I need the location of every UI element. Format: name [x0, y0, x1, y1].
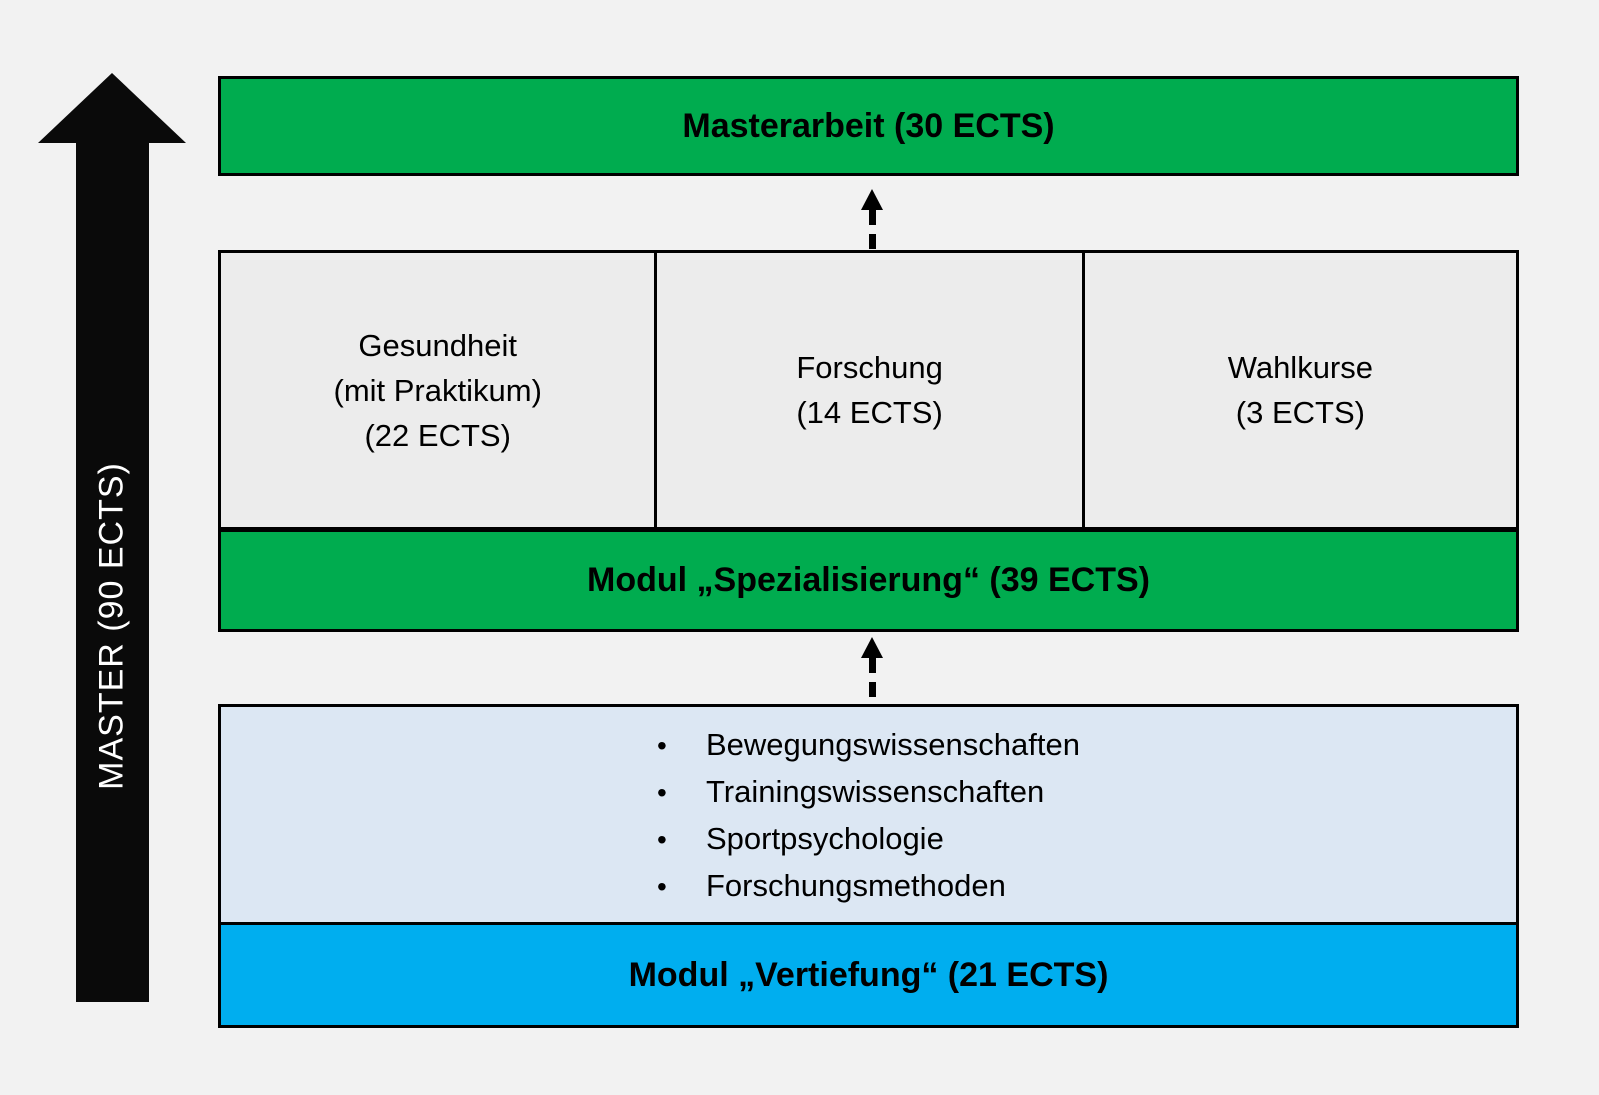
- box-line: Forschung: [796, 350, 943, 385]
- specialization-box-wahlkurse: Wahlkurse (3 ECTS): [1084, 253, 1516, 527]
- specialization-box-forschung: Forschung (14 ECTS): [657, 253, 1085, 527]
- dashed-up-arrow-icon: [851, 189, 893, 250]
- box-line: (22 ECTS): [364, 417, 511, 453]
- arrow-up-head-icon: [861, 189, 883, 210]
- list-item: • Trainingswissenschaften: [657, 769, 1080, 816]
- master-arrow: MASTER (90 ECTS): [38, 73, 186, 1002]
- arrow-up-head-icon: [861, 637, 883, 658]
- box-line: Gesundheit: [358, 327, 517, 363]
- specialization-box-gesundheit: Gesundheit (mit Praktikum) (22 ECTS): [221, 253, 658, 527]
- masterarbeit-label: Masterarbeit (30 ECTS): [682, 106, 1055, 145]
- masterarbeit-bar: Masterarbeit (30 ECTS): [218, 76, 1519, 176]
- specialization-row: Gesundheit (mit Praktikum) (22 ECTS) For…: [218, 250, 1519, 530]
- bullet-icon: •: [657, 730, 667, 761]
- spezialisierung-bar: Modul „Spezialisierung“ (39 ECTS): [218, 529, 1519, 632]
- box-line: (14 ECTS): [796, 395, 943, 430]
- bullet-icon: •: [657, 871, 667, 902]
- spezialisierung-label: Modul „Spezialisierung“ (39 ECTS): [587, 561, 1150, 599]
- list-item-label: Trainingswissenschaften: [706, 774, 1045, 809]
- dashed-up-arrow-icon: [851, 637, 893, 704]
- list-item-label: Sportpsychologie: [706, 821, 944, 856]
- bullet-icon: •: [657, 824, 667, 855]
- bullet-icon: •: [657, 777, 667, 808]
- vertiefung-bar: Modul „Vertiefung“ (21 ECTS): [218, 922, 1519, 1028]
- vertiefung-list: • Bewegungswissenschaften • Trainingswis…: [657, 722, 1080, 910]
- arrow-shaft: MASTER (90 ECTS): [75, 143, 149, 1002]
- dashed-line: [868, 658, 876, 704]
- list-item: • Forschungsmethoden: [657, 863, 1080, 910]
- box-line: (3 ECTS): [1235, 395, 1365, 430]
- vertiefung-label: Modul „Vertiefung“ (21 ECTS): [628, 955, 1109, 994]
- box-line: (mit Praktikum): [333, 372, 542, 408]
- box-line: Wahlkurse: [1227, 350, 1374, 385]
- vertiefung-box: • Bewegungswissenschaften • Trainingswis…: [218, 704, 1519, 925]
- list-item: • Bewegungswissenschaften: [657, 722, 1080, 769]
- dashed-line: [868, 210, 876, 250]
- arrow-up-head-icon: [38, 73, 186, 143]
- list-item: • Sportpsychologie: [657, 816, 1080, 863]
- master-arrow-label: MASTER (90 ECTS): [92, 462, 131, 790]
- list-item-label: Bewegungswissenschaften: [706, 727, 1080, 762]
- list-item-label: Forschungsmethoden: [706, 868, 1006, 903]
